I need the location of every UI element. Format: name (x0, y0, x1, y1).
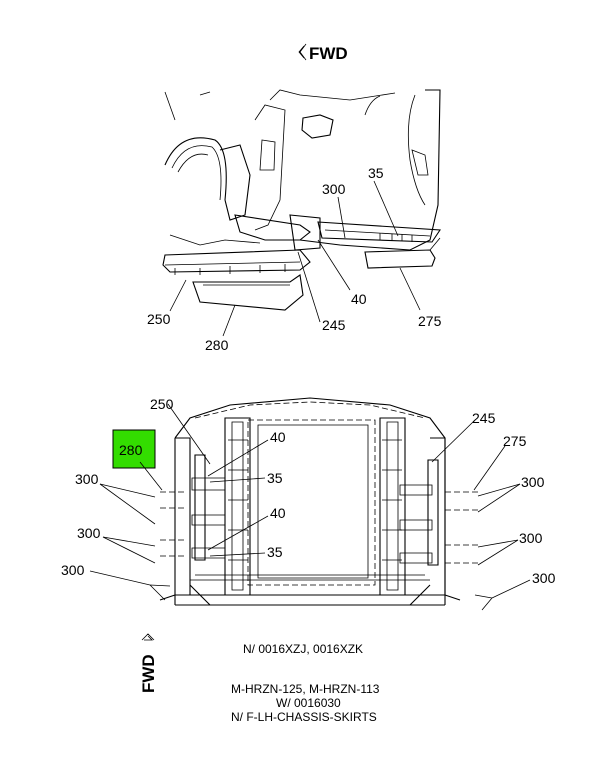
callout-35-bottom-a: 35 (267, 470, 283, 486)
note-line-2: M-HRZN-125, M-HRZN-113 (231, 682, 380, 696)
callout-300-left-c: 300 (61, 562, 85, 578)
callout-300-left-a: 300 (75, 471, 99, 487)
note-line-1: N/ 0016XZJ, 0016XZK (243, 642, 363, 656)
callout-40-top: 40 (351, 291, 367, 307)
callout-250-top: 250 (147, 311, 171, 327)
callout-280-top: 280 (205, 337, 229, 353)
highlight-280-box[interactable] (112, 429, 156, 469)
applicability-notes: N/ 0016XZJ, 0016XZK M-HRZN-125, M-HRZN-1… (231, 642, 380, 724)
fwd-arrow-side-icon (141, 633, 155, 641)
fwd-indicator-side: FWD (139, 633, 158, 693)
fwd-label-side: FWD (139, 654, 158, 693)
callout-40-bottom-b: 40 (270, 505, 286, 521)
skirt-300-shape (317, 221, 441, 243)
callout-245-top: 245 (322, 317, 346, 333)
fwd-arrow-icon (298, 43, 307, 61)
fwd-label-top: FWD (309, 44, 348, 63)
callout-35-top: 35 (368, 165, 384, 181)
callout-275-top: 275 (418, 313, 442, 329)
callout-35-bottom-b: 35 (267, 544, 283, 560)
skirt-275-shape (364, 249, 436, 269)
callout-250-bottom: 250 (150, 396, 174, 412)
top-perspective-view: 35 300 250 40 280 245 275 (147, 89, 442, 353)
skirt-280-shape (192, 274, 304, 311)
callout-40-bottom-a: 40 (270, 429, 286, 445)
bottom-plan-view: 280 250 245 275 40 35 40 35 300 300 300 … (61, 396, 556, 611)
highlight-280-label[interactable]: 280 (119, 442, 143, 458)
callout-300-left-b: 300 (77, 525, 101, 541)
note-line-3: W/ 0016030 (276, 696, 341, 710)
mirror-mount (301, 114, 334, 139)
callout-300-right-a: 300 (521, 474, 545, 490)
callout-275-bottom: 275 (503, 433, 527, 449)
fwd-indicator-top: FWD (298, 43, 348, 63)
note-line-4: N/ F-LH-CHASSIS-SKIRTS (231, 710, 377, 724)
callout-300-right-c: 300 (532, 570, 556, 586)
callout-300-top: 300 (322, 181, 346, 197)
callout-300-right-b: 300 (519, 530, 543, 546)
callout-245-bottom: 245 (472, 410, 496, 426)
